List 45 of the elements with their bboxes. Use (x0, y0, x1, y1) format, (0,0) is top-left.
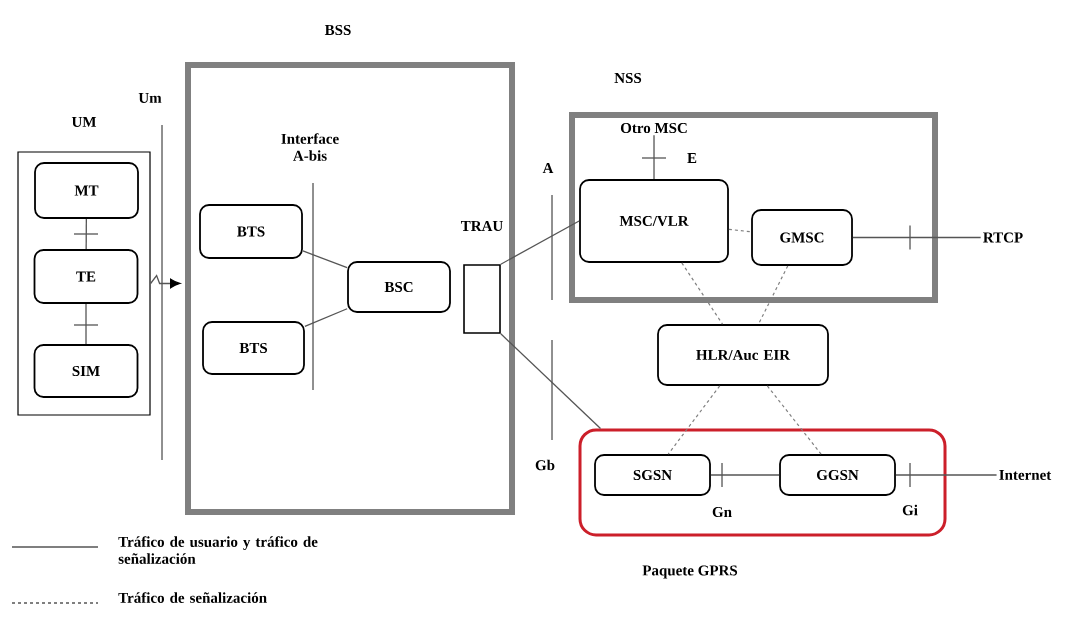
connector (681, 262, 724, 325)
process-box: SIM (33, 344, 139, 398)
interface-label: Interface A-bis (281, 133, 339, 161)
connector (667, 385, 721, 455)
interface-label: Gn (712, 506, 732, 518)
node-label: NSS (614, 72, 642, 84)
connector (302, 250, 348, 269)
node-label: BSS (324, 24, 351, 36)
connector (149, 274, 181, 289)
node-label: RTCP (983, 232, 1023, 243)
connector (85, 303, 87, 345)
group-box: TRAU (461, 221, 503, 334)
node-label: Internet (999, 470, 1052, 480)
node-label: Otro MSC (620, 122, 687, 134)
interface-label: Um (138, 93, 162, 103)
process-box: SGSN (594, 454, 711, 496)
process-box: HLR/Auc EIR (657, 324, 829, 386)
connector (766, 385, 822, 455)
connector (653, 134, 655, 180)
connector (728, 228, 752, 233)
connector (85, 218, 87, 250)
interface-label: Gi (902, 504, 918, 516)
interface-label: E (687, 153, 697, 163)
process-box: MT (34, 162, 139, 219)
connector (852, 236, 982, 239)
legend-text: Tráfico de usuario y tráfico de señalización (118, 536, 318, 564)
connector (304, 308, 348, 328)
legend-text: Tráfico de señalización (118, 592, 267, 603)
process-box: TE (33, 249, 139, 304)
process-box: GMSC (751, 209, 853, 266)
process-box: BTS (202, 321, 305, 375)
connector (500, 333, 602, 430)
interface-label: Gb (535, 459, 555, 471)
connector (895, 474, 998, 476)
connector (710, 474, 780, 476)
node-label: UM (71, 117, 97, 127)
process-box: BSC (347, 261, 451, 313)
connector (757, 265, 789, 325)
node-label: TRAU (460, 220, 503, 232)
process-box: GGSN (779, 454, 896, 496)
connector (500, 220, 580, 265)
process-box: BTS (199, 204, 303, 259)
process-box: MSC/VLR (579, 179, 729, 263)
node-label: Paquete GPRS (642, 565, 738, 579)
interface-label: A (542, 163, 554, 173)
